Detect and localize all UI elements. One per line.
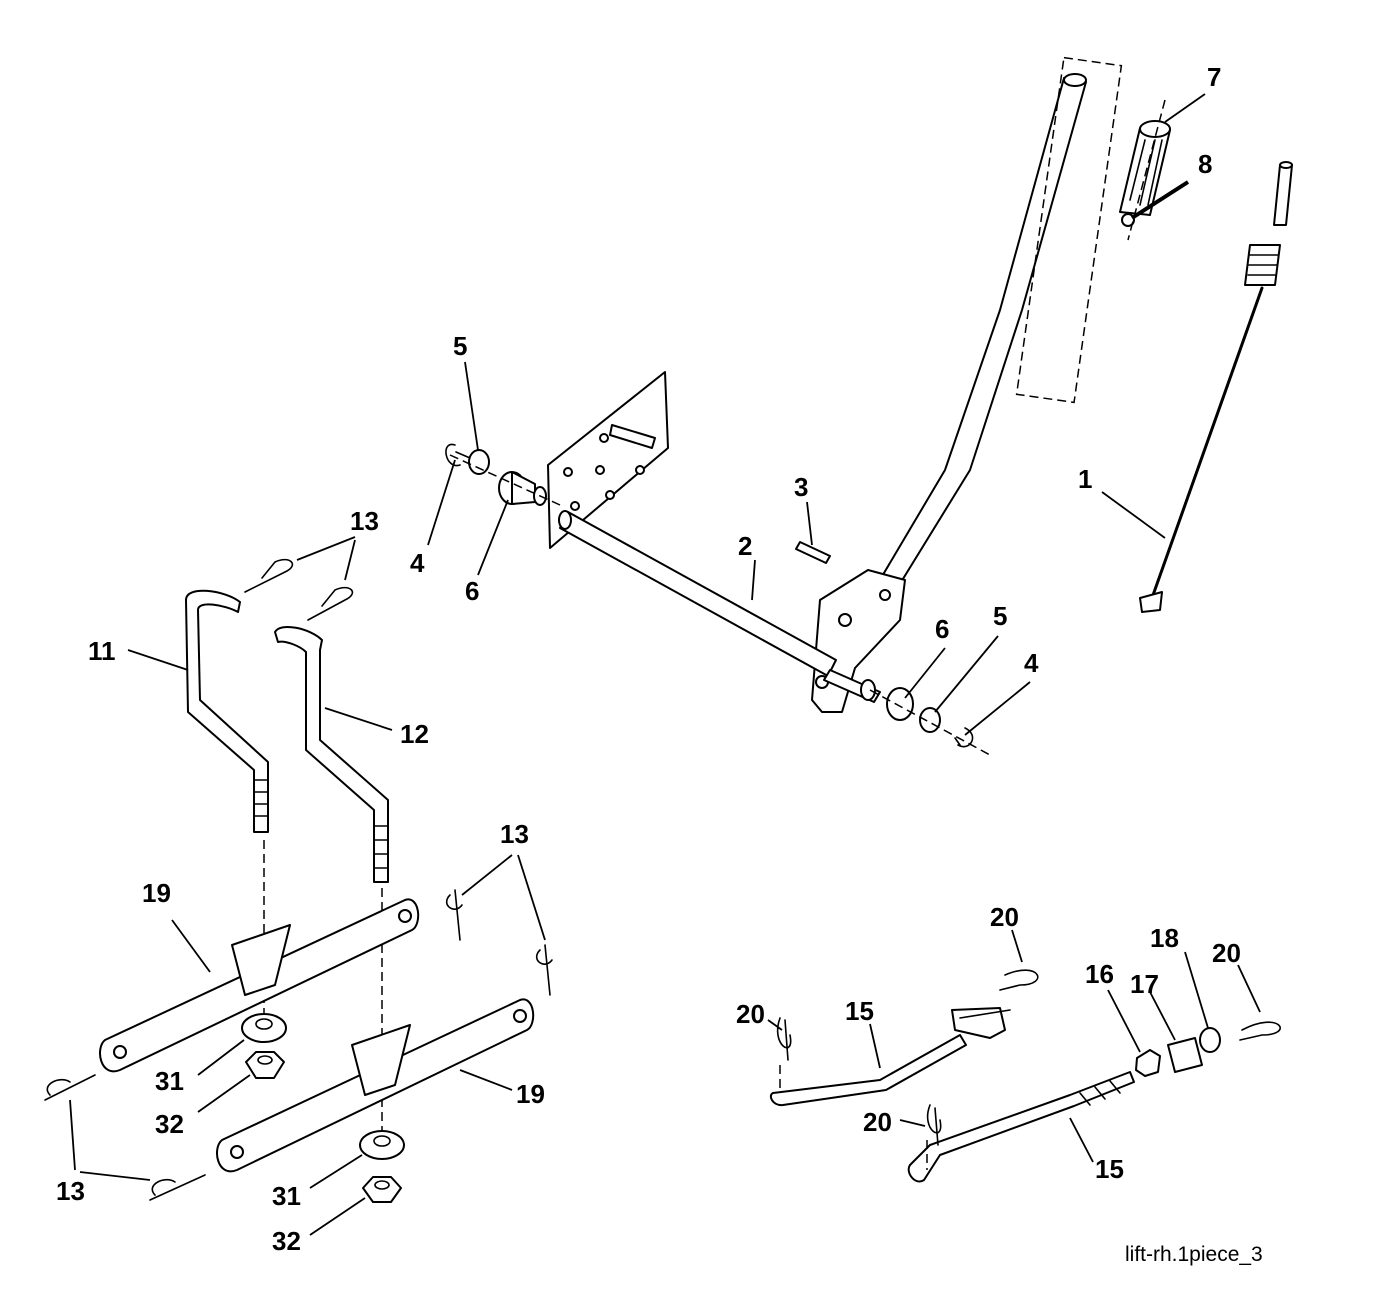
callout-4-right: 4 bbox=[1024, 648, 1039, 678]
fittings bbox=[1135, 1027, 1221, 1077]
diagram-caption: lift-rh.1piece_3 bbox=[1125, 1243, 1263, 1266]
adjustment-rod-lower bbox=[907, 1071, 1135, 1183]
callout-labels: 1 2 3 4 4 5 5 6 6 7 8 11 12 13 13 13 15 … bbox=[56, 62, 1241, 1256]
lift-arm-lower bbox=[216, 998, 535, 1173]
roll-pin bbox=[795, 541, 831, 564]
callout-7: 7 bbox=[1207, 62, 1221, 92]
callout-32-lower: 32 bbox=[272, 1226, 301, 1256]
callout-3: 3 bbox=[794, 472, 808, 502]
callout-2: 2 bbox=[738, 531, 752, 561]
callout-13-top: 13 bbox=[350, 506, 379, 536]
adjustment-rod-upper bbox=[769, 1007, 1011, 1107]
callout-15-upper: 15 bbox=[845, 996, 874, 1026]
callout-12: 12 bbox=[400, 719, 429, 749]
callout-20-b: 20 bbox=[1212, 938, 1241, 968]
hairpin-clips bbox=[44, 558, 553, 1201]
callout-31-upper: 31 bbox=[155, 1066, 184, 1096]
washer-nut-set-lower bbox=[359, 1130, 405, 1203]
callout-4-left: 4 bbox=[410, 548, 425, 578]
callout-8: 8 bbox=[1198, 149, 1212, 179]
callout-19-lower: 19 bbox=[516, 1079, 545, 1109]
callout-5-left: 5 bbox=[453, 331, 467, 361]
callout-17: 17 bbox=[1130, 969, 1159, 999]
callout-6-right: 6 bbox=[935, 614, 949, 644]
callout-20-d: 20 bbox=[863, 1107, 892, 1137]
left-shaft-hardware bbox=[445, 443, 561, 506]
callout-31-lower: 31 bbox=[272, 1181, 301, 1211]
callout-15-lower: 15 bbox=[1095, 1154, 1124, 1184]
callout-20-a: 20 bbox=[990, 902, 1019, 932]
washer-nut-set-upper bbox=[241, 1013, 287, 1079]
callout-19-upper: 19 bbox=[142, 878, 171, 908]
callout-11: 11 bbox=[88, 636, 116, 666]
clip-pins bbox=[776, 969, 1281, 1146]
callout-18: 18 bbox=[1150, 923, 1179, 953]
callout-32-upper: 32 bbox=[155, 1109, 184, 1139]
callout-20-c: 20 bbox=[736, 999, 765, 1029]
grip-pin bbox=[1130, 180, 1190, 220]
callout-16: 16 bbox=[1085, 959, 1114, 989]
callout-13-mid: 13 bbox=[500, 819, 529, 849]
lift-cable bbox=[1139, 161, 1293, 613]
handle-grip bbox=[1119, 99, 1171, 241]
leader-lines bbox=[69, 93, 1261, 1236]
lift-handle-arm bbox=[867, 56, 1123, 601]
mounting-plate bbox=[547, 371, 669, 549]
callout-6-left: 6 bbox=[465, 576, 479, 606]
lift-link-11 bbox=[185, 589, 269, 1020]
callout-5-right: 5 bbox=[993, 601, 1007, 631]
callout-1: 1 bbox=[1078, 464, 1092, 494]
lift-arm-upper bbox=[99, 898, 420, 1073]
callout-13-bottom: 13 bbox=[56, 1176, 85, 1206]
